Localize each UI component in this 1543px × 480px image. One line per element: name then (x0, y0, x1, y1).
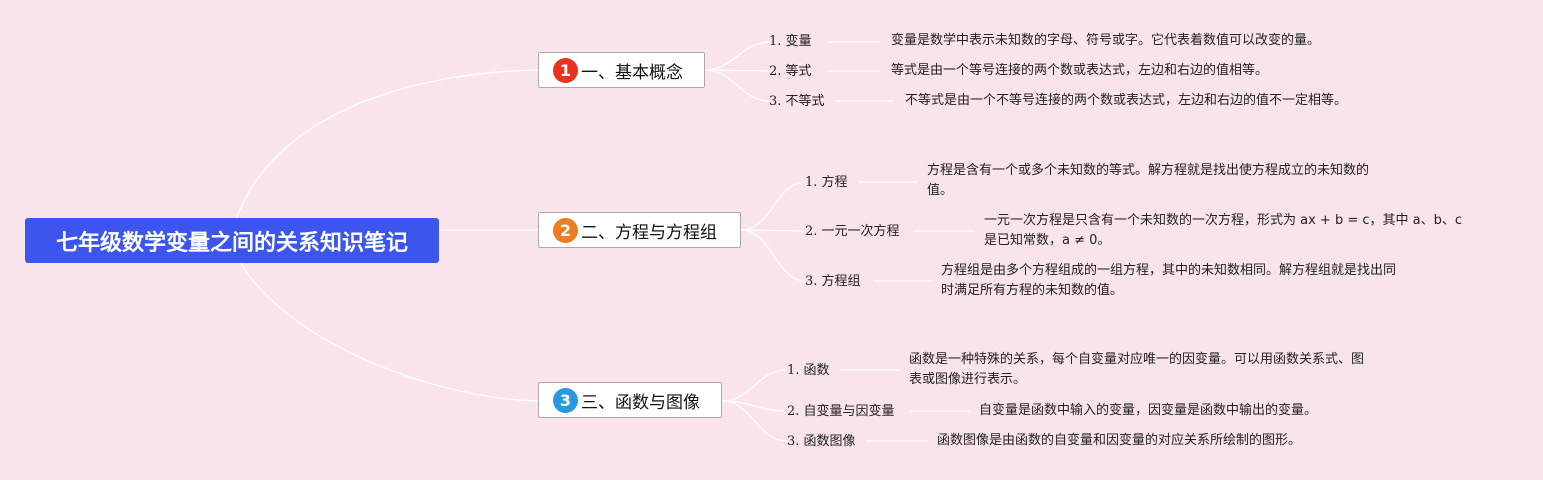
number-badge-1: 1 (553, 57, 578, 83)
branch-3-to-item-2 (721, 400, 788, 412)
desc-line: 一元一次方程是只含有一个未知数的一次方程，形式为 ax + b = c，其中 a… (984, 213, 1463, 228)
desc-function-graph: 函数图像是由函数的自变量和因变量的对应关系所绘制的图形。 (937, 431, 1301, 451)
leaf-independent-dependent-variable[interactable]: 2. 自变量与因变量 (787, 404, 895, 419)
desc-linear-equation: 一元一次方程是只含有一个未知数的一次方程，形式为 ax + b = c，其中 a… (984, 211, 1462, 251)
desc-line: 函数图像是由函数的自变量和因变量的对应关系所绘制的图形。 (937, 433, 1302, 448)
leaf-inequality[interactable]: 3. 不等式 (769, 94, 825, 109)
branch-1-to-item-1 (703, 41, 771, 71)
desc-equality: 等式是由一个等号连接的两个数或表达式，左边和右边的值相等。 (891, 61, 1268, 81)
branch-1-to-item-3 (703, 69, 771, 102)
leaf-system-of-equations[interactable]: 3. 方程组 (805, 274, 861, 289)
branch-2-to-item-1 (740, 181, 807, 231)
root-to-branch-1 (229, 69, 539, 241)
root-to-branch-3 (229, 239, 539, 402)
branch-1-to-item-2 (703, 69, 771, 72)
desc-system-of-equations: 方程组是由多个方程组成的一组方程，其中的未知数相同。解方程组就是找出同 时满足所… (941, 261, 1396, 301)
branch-3-to-item-3 (721, 400, 788, 442)
desc-independent-dependent-variable: 自变量是函数中输入的变量，因变量是函数中输出的变量。 (979, 401, 1317, 421)
branch-basic-concepts[interactable]: 1 一、基本概念 (538, 52, 705, 88)
leaf-function[interactable]: 1. 函数 (787, 363, 830, 378)
desc-line: 自变量是函数中输入的变量，因变量是函数中输出的变量。 (979, 403, 1318, 418)
leaf-function-graph[interactable]: 3. 函数图像 (787, 434, 856, 449)
desc-line: 是已知常数，a ≠ 0。 (984, 233, 1111, 248)
root-title: 七年级数学变量之间的关系知识笔记 (55, 230, 408, 256)
branch-label: 二、方程与方程组 (581, 222, 717, 243)
branch-2-to-item-3 (740, 229, 807, 282)
desc-equation: 方程是含有一个或多个未知数的等式。解方程就是找出使方程成立的未知数的 值。 (927, 161, 1369, 201)
leaf-equation[interactable]: 1. 方程 (805, 175, 848, 190)
desc-inequality: 不等式是由一个不等号连接的两个数或表达式，左边和右边的值不一定相等。 (905, 91, 1347, 111)
leaf-variable[interactable]: 1. 变量 (769, 34, 812, 49)
branch-functions[interactable]: 3 三、函数与图像 (538, 382, 722, 418)
desc-line: 表或图像进行表示。 (909, 372, 1027, 387)
number-badge-2: 2 (553, 217, 578, 243)
desc-line: 方程组是由多个方程组成的一组方程，其中的未知数相同。解方程组就是找出同 (941, 263, 1397, 278)
branch-label: 三、函数与图像 (581, 392, 700, 413)
root-topic[interactable]: 七年级数学变量之间的关系知识笔记 (25, 218, 439, 263)
branch-2-to-item-2 (740, 229, 807, 232)
desc-line: 函数是一种特殊的关系，每个自变量对应唯一的因变量。可以用函数关系式、图 (909, 352, 1365, 367)
desc-line: 时满足所有方程的未知数的值。 (941, 283, 1124, 298)
desc-line: 变量是数学中表示未知数的字母、符号或字。它代表着数值可以改变的量。 (891, 33, 1321, 48)
leaf-equality[interactable]: 2. 等式 (769, 64, 812, 79)
desc-variable: 变量是数学中表示未知数的字母、符号或字。它代表着数值可以改变的量。 (891, 31, 1320, 51)
branch-equations[interactable]: 2 二、方程与方程组 (538, 212, 741, 248)
desc-line: 值。 (927, 183, 954, 198)
branch-label: 一、基本概念 (581, 62, 683, 83)
desc-line: 不等式是由一个不等号连接的两个数或表达式，左边和右边的值不一定相等。 (905, 93, 1348, 108)
desc-line: 方程是含有一个或多个未知数的等式。解方程就是找出使方程成立的未知数的 (927, 163, 1370, 178)
leaf-linear-equation[interactable]: 2. 一元一次方程 (805, 224, 900, 239)
desc-line: 等式是由一个等号连接的两个数或表达式，左边和右边的值相等。 (891, 63, 1269, 78)
desc-function: 函数是一种特殊的关系，每个自变量对应唯一的因变量。可以用函数关系式、图 表或图像… (909, 350, 1364, 390)
number-badge-3: 3 (553, 387, 578, 413)
branch-3-to-item-1 (721, 369, 788, 402)
